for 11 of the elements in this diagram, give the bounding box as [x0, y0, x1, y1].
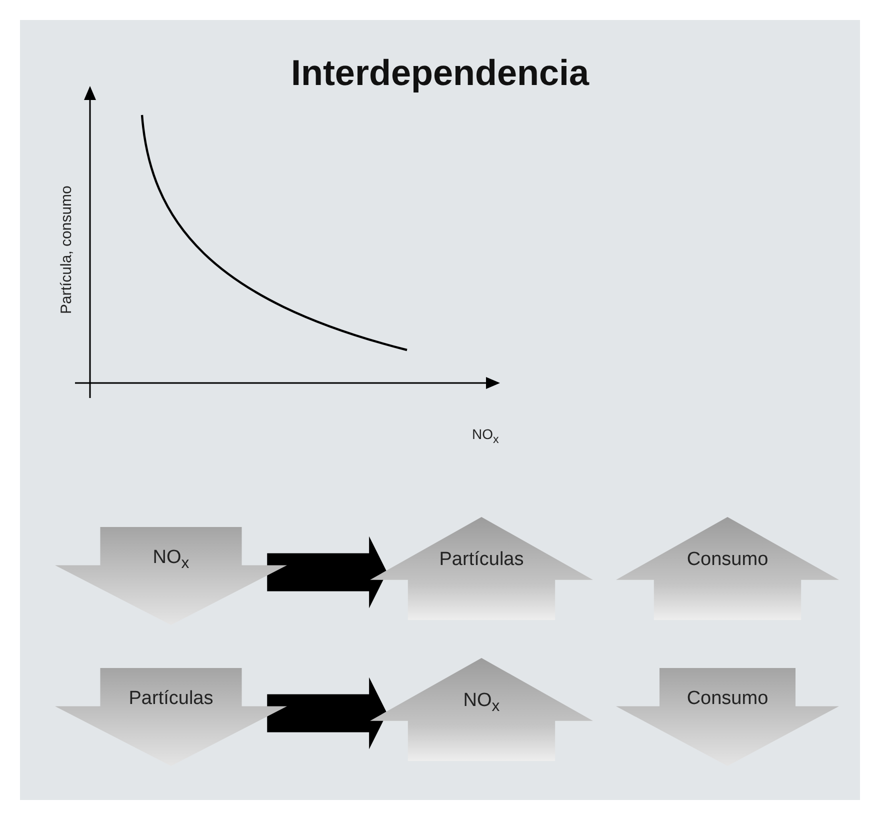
- arrow-label: Consumo: [686, 688, 770, 710]
- arrow-label: NO$_{x}$: [462, 690, 501, 716]
- arrow-label: Partículas: [128, 688, 214, 710]
- block-arrow: [267, 677, 388, 750]
- arrow-label: NO$_{x}$: [152, 547, 190, 574]
- title: Interdependencia: [290, 52, 590, 94]
- axis-label: NO$_{x}$: [472, 426, 499, 446]
- block-arrow: [267, 536, 388, 608]
- axis-label: Partícula, consumo: [58, 184, 75, 316]
- arrow-label: Consumo: [686, 549, 770, 572]
- arrow-label: Partículas: [438, 549, 525, 572]
